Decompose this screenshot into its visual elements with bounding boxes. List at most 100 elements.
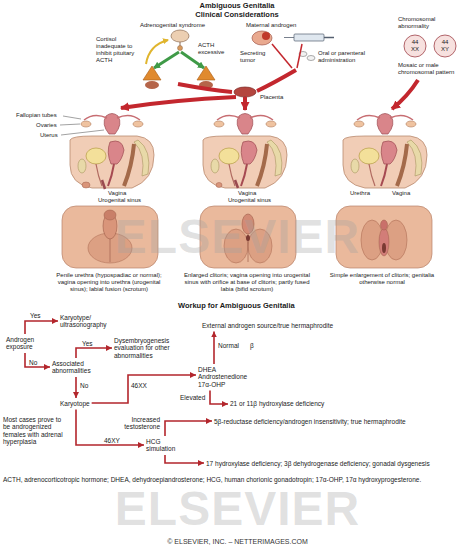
flow-step: External androgen source/true hermaphrod… (200, 320, 335, 331)
flow-step: Karyotope (58, 398, 92, 409)
leader-line (61, 130, 104, 135)
flow-text: 21 or 11β hydroxylase deficiency (230, 400, 324, 407)
syringe-needle (284, 37, 294, 38)
part-label: Vagina (108, 190, 126, 197)
clitoris (381, 220, 388, 230)
condition-label: Adrenogenital syndrome (140, 22, 205, 29)
flow-text: Associated abnormalities (52, 360, 100, 375)
flow-step: Dysembryogenesis evaluation for other ab… (112, 335, 188, 361)
cortisol-arrow (146, 40, 168, 64)
ovary-icon (252, 31, 272, 45)
flow-note: Most cases prove to be androgenized fema… (3, 416, 69, 446)
flow-text: 17 hydroxylase deficiency; 3β dehydrogen… (206, 460, 430, 467)
pathway-arrow (257, 70, 296, 91)
watermark: ELSEVIER (0, 212, 475, 262)
brain-icon (171, 30, 189, 42)
section-heading: Workup for Ambiguous Genitalia (178, 302, 295, 311)
leader-line (63, 116, 81, 119)
edge-label: No (80, 382, 88, 389)
flow-step: DHEA Androstenedione 17α-OHP (196, 364, 256, 390)
phallus (82, 182, 90, 188)
flow-step: HCG simulation (144, 436, 186, 455)
flow-arrow (25, 353, 50, 367)
karyotype-label: 44 XY (438, 39, 452, 53)
flow-step: Associated abnormalities (50, 358, 102, 377)
flow-text: Karyotype/ ultrasonography (60, 314, 118, 329)
flow-arrow (165, 421, 212, 436)
clitoris (216, 183, 222, 188)
labium-minus (379, 228, 389, 256)
pathway-arrow (178, 84, 232, 92)
flow-text: Karyotope (60, 400, 90, 407)
part-label: Urogenital sinus (228, 197, 271, 204)
pill (307, 56, 315, 61)
part-label: Uterus (40, 132, 58, 139)
syringe-plunger (324, 37, 334, 39)
edge-label: Increased testosterone (118, 416, 160, 431)
edge-label: 46XX (131, 382, 147, 389)
source-line (272, 44, 292, 68)
flow-arrow (25, 321, 58, 334)
glans (104, 210, 116, 220)
watermark: ELSEVIER (0, 484, 475, 534)
edge-label: Elevated (180, 394, 205, 401)
flow-arrow (210, 390, 228, 404)
organ-label: Placenta (260, 94, 283, 101)
raphe (110, 236, 111, 262)
pathway-arrow (243, 97, 247, 110)
adrenal-gland (197, 66, 215, 80)
karyotype-circle (434, 35, 456, 57)
edge-label: 46XY (104, 437, 120, 444)
urogenital-sinus (102, 180, 105, 189)
part-label: Vagina (392, 190, 410, 197)
flow-step: 5β-reductase deficiency/androgen insensi… (212, 416, 408, 427)
flow-arrow (165, 455, 204, 463)
pelvis-section (203, 114, 287, 189)
karyotype-circle (404, 35, 426, 57)
flow-step: 21 or 11β hydroxylase deficiency (228, 398, 326, 409)
source-label: Oral or parenteral administration (318, 50, 376, 64)
flow-arrow (213, 331, 215, 364)
flow-step: 17 hydroxylase deficiency; 3β dehydrogen… (204, 458, 432, 469)
part-label: Vagina (238, 190, 256, 197)
copyright: © ELSEVIER, INC. – NETTERIMAGES.COM (0, 538, 475, 546)
flow-note: β (250, 342, 254, 349)
edge-label: Yes (30, 312, 41, 319)
flow-text: Dysembryogenesis evaluation for other ab… (114, 337, 186, 359)
description-text: Penile urethra (hypospadiac or normal); … (48, 272, 170, 293)
flow-step: Karyotype/ ultrasonography (58, 312, 120, 331)
kidney (145, 81, 159, 89)
placenta (234, 87, 256, 97)
pathway-arrow (121, 97, 236, 108)
flow-arrow (76, 348, 112, 358)
flow-text: HCG simulation (146, 438, 184, 453)
pelvis-section (70, 114, 154, 189)
urogenital-sinus (235, 180, 238, 188)
source-label: Secreting tumor (240, 50, 270, 64)
flow-text: Androgen exposure (6, 336, 44, 351)
flow-text: 5β-reductase deficiency/androgen insensi… (214, 418, 406, 425)
syringe (294, 34, 324, 41)
pituitary-gland (178, 46, 183, 51)
adrenal-gland (143, 66, 161, 80)
part-label: Urethra (350, 190, 370, 197)
mechanism-label: Cortisol inadequate to inhibit pituitary… (96, 36, 142, 64)
part-label: Urogenital sinus (98, 197, 141, 204)
condition-label: Chromosomal abnormality (398, 16, 452, 30)
diagram-title: Ambiguous Genitalia Clinical Considerati… (187, 2, 287, 19)
part-label: Fallopian tubes (16, 112, 57, 119)
hormone-label: ACTH excessive (198, 42, 228, 56)
description-text: Simple enlargement of clitoris; genitali… (324, 272, 440, 286)
leader-line (60, 124, 80, 125)
description-text: Enlarged clitoris; vagina opening into u… (180, 272, 314, 293)
condition-label: Maternal androgen (246, 22, 296, 29)
condition-label: Mosaic or male chromosomal pattern (398, 62, 462, 76)
flow-step: Androgen exposure (4, 334, 46, 353)
flow-text: External androgen source/true hermaphrod… (202, 322, 333, 329)
vaginal-opening (382, 243, 386, 253)
pathway-arrow (392, 80, 418, 109)
edge-label: Normal (218, 342, 239, 349)
part-label: Ovaries (36, 122, 57, 129)
